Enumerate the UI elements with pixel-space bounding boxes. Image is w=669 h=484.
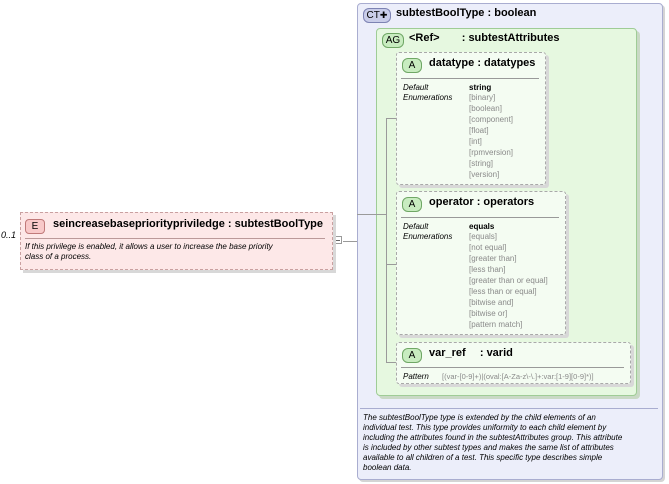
attribute-type: operators (483, 196, 535, 208)
meta-label-enumerations: Enumerations (403, 232, 453, 241)
attribute-title-datatype: datatype : datatypes (429, 57, 535, 69)
complex-type-badge-text: CT (366, 10, 380, 21)
complex-type-separator: : (487, 7, 492, 19)
meta-label-default: Default (403, 83, 429, 92)
attribute-badge-icon: A (402, 197, 422, 212)
attribute-group-name: subtestAttributes (468, 32, 560, 44)
element-box[interactable] (20, 212, 333, 270)
meta-label-pattern: Pattern (403, 372, 429, 381)
attribute-separator: : (477, 57, 481, 69)
enum-value: [equals] (469, 232, 498, 241)
attribute-group-separator: : (461, 32, 466, 44)
expand-toggle-icon[interactable] (334, 236, 342, 244)
attribute-name: datatype (429, 57, 475, 69)
enum-value: [int] (469, 137, 482, 146)
attribute-divider (401, 217, 559, 218)
attribute-group-badge-icon: AG (382, 33, 404, 48)
enum-value: [pattern match] (469, 320, 523, 329)
complex-type-doc-5: available to all children of a test. Thi… (363, 453, 603, 462)
attribute-separator: : (479, 347, 484, 359)
attribute-divider (401, 367, 624, 368)
meta-label-enumerations: Enumerations (403, 93, 453, 102)
element-doc-line1: If this privilege is enabled, it allows … (25, 242, 273, 251)
attribute-divider (401, 78, 539, 79)
attribute-separator: : (476, 196, 481, 208)
pattern-value: [(var-[0-9]+)|(oval:[A-Za-z\-\.]+:var:[1… (442, 372, 594, 381)
complex-type-name: subtestBoolType (396, 7, 485, 19)
enum-value: [less than] (469, 265, 506, 274)
complex-type-badge-icon: CT✚ (363, 8, 391, 23)
enum-value: [bitwise and] (469, 298, 514, 307)
attr-tree-branch-1 (386, 118, 396, 119)
enum-value: [component] (469, 115, 514, 124)
attribute-group-ref: <Ref> (409, 32, 440, 44)
attribute-badge-icon: A (402, 348, 422, 363)
complex-type-base: boolean (494, 7, 537, 19)
complex-type-doc-6: boolean data. (363, 463, 412, 472)
attribute-name: operator (429, 196, 474, 208)
attribute-badge-icon: A (402, 58, 422, 73)
element-name: seincreasebaseprioritypriviledge (53, 218, 225, 230)
element-cardinality: 0..1 (1, 230, 17, 240)
attr-tree-branch-3 (386, 362, 396, 363)
enum-value: [not equal] (469, 243, 507, 252)
complex-type-doc-1: The subtestBoolType type is extended by … (363, 413, 596, 422)
connector-to-complex-type (343, 241, 357, 242)
enum-value: [rpmversion] (469, 148, 514, 157)
enum-value: [greater than] (469, 254, 517, 263)
attribute-type: datatypes (484, 57, 536, 69)
element-badge-icon: E (25, 219, 45, 234)
element-type: subtestBoolType (234, 218, 324, 230)
element-title: seincreasebaseprioritypriviledge : subte… (53, 218, 323, 230)
default-value: string (469, 83, 492, 92)
element-type-separator: : (227, 218, 232, 230)
element-doc-line2: class of a process. (25, 252, 92, 261)
attr-tree-branch-2 (386, 264, 396, 265)
enum-value: [less than or equal] (469, 287, 537, 296)
complex-type-doc-2: individual test. This type provides unif… (363, 423, 607, 432)
enum-value: [float] (469, 126, 489, 135)
enum-value: [version] (469, 170, 500, 179)
attr-tree-to-group (357, 214, 387, 215)
complex-type-doc-4: is included by other subtest types and m… (363, 443, 614, 452)
attribute-name: var_ref (429, 347, 466, 359)
enum-value: [boolean] (469, 104, 502, 113)
default-value: equals (469, 222, 495, 231)
complex-type-title: subtestBoolType : boolean (396, 7, 536, 19)
attribute-box-datatype[interactable] (396, 52, 546, 185)
complex-type-divider (360, 408, 658, 409)
enum-value: [string] (469, 159, 494, 168)
attribute-title-var-ref: var_ref : varid (429, 347, 513, 359)
complex-type-doc-3: including the attributes found in the su… (363, 433, 623, 442)
enum-value: [binary] (469, 93, 496, 102)
attr-tree-vertical (386, 118, 387, 362)
attribute-box-operator[interactable] (396, 191, 566, 335)
attribute-group-title: <Ref> : subtestAttributes (409, 32, 560, 44)
enum-value: [greater than or equal] (469, 276, 548, 285)
attribute-type: varid (486, 347, 513, 359)
attribute-title-operator: operator : operators (429, 196, 534, 208)
enum-value: [bitwise or] (469, 309, 508, 318)
plus-icon: ✚ (379, 10, 388, 20)
element-divider (25, 238, 325, 239)
attribute-box-var-ref[interactable] (396, 342, 631, 384)
meta-label-default: Default (403, 222, 429, 231)
